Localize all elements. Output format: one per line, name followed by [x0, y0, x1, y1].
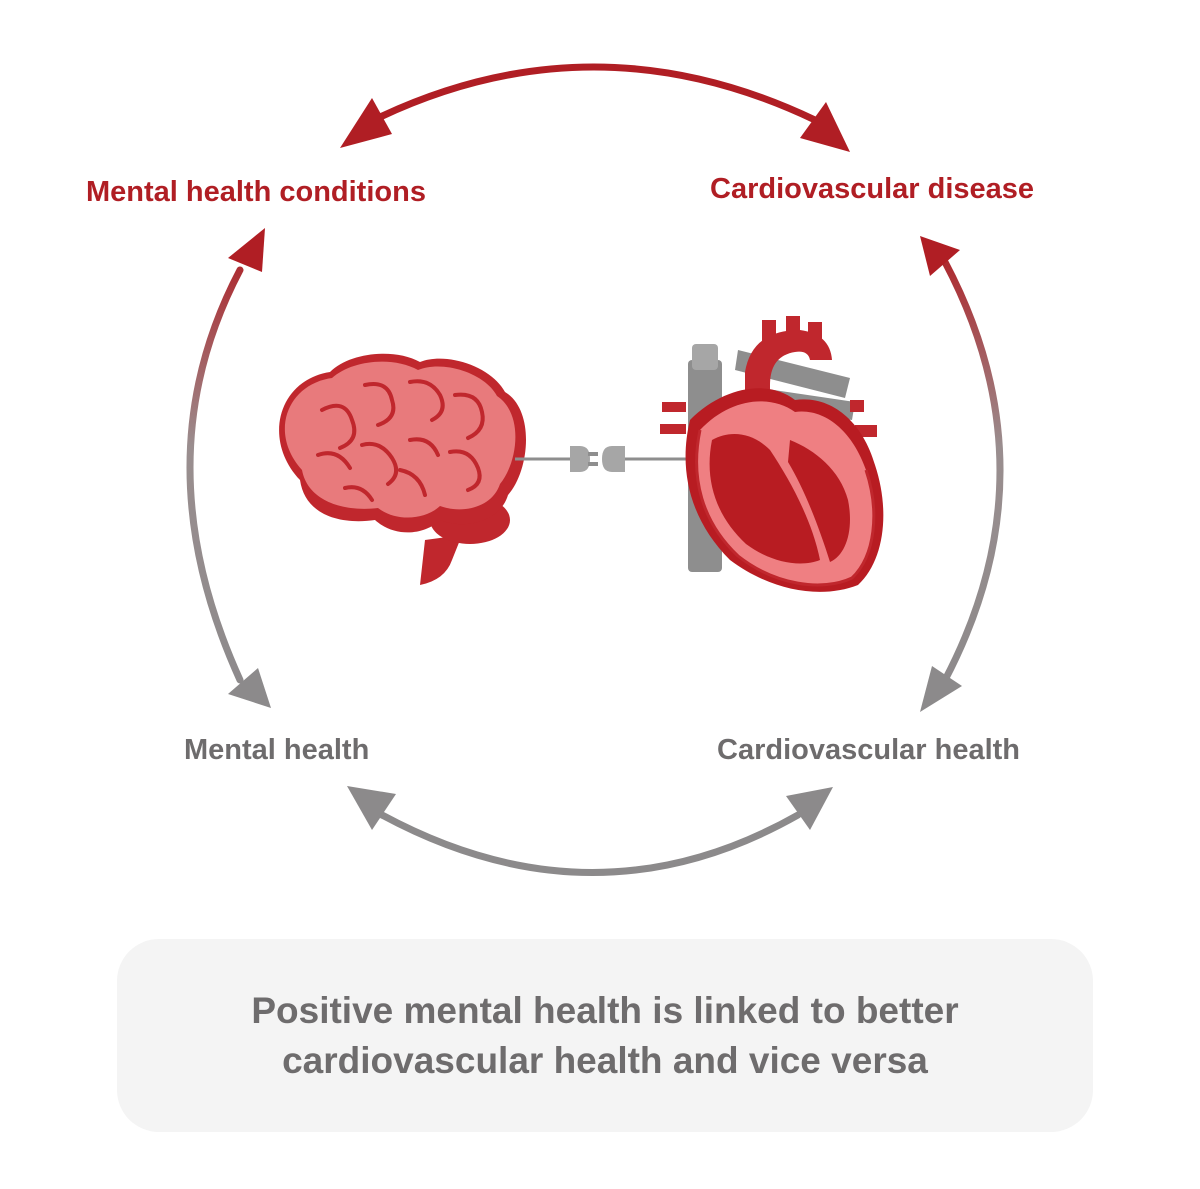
top-arrow: [340, 63, 850, 152]
right-arrow: [920, 236, 1004, 712]
label-mental-health: Mental health: [184, 734, 370, 766]
left-arrow: [186, 228, 271, 708]
caption-box: Positive mental health is linked to bett…: [117, 939, 1093, 1132]
caption-text: Positive mental health is linked to bett…: [251, 989, 959, 1081]
brain-illustration: [279, 353, 527, 585]
label-cardiovascular-disease: Cardiovascular disease: [710, 173, 1035, 205]
label-cardiovascular-health: Cardiovascular health: [717, 734, 1020, 766]
label-mental-health-conditions: Mental health conditions: [86, 176, 426, 208]
plug-connector-icon: [515, 446, 690, 472]
heart-illustration: [660, 316, 884, 592]
bottom-arrow: [347, 786, 833, 876]
